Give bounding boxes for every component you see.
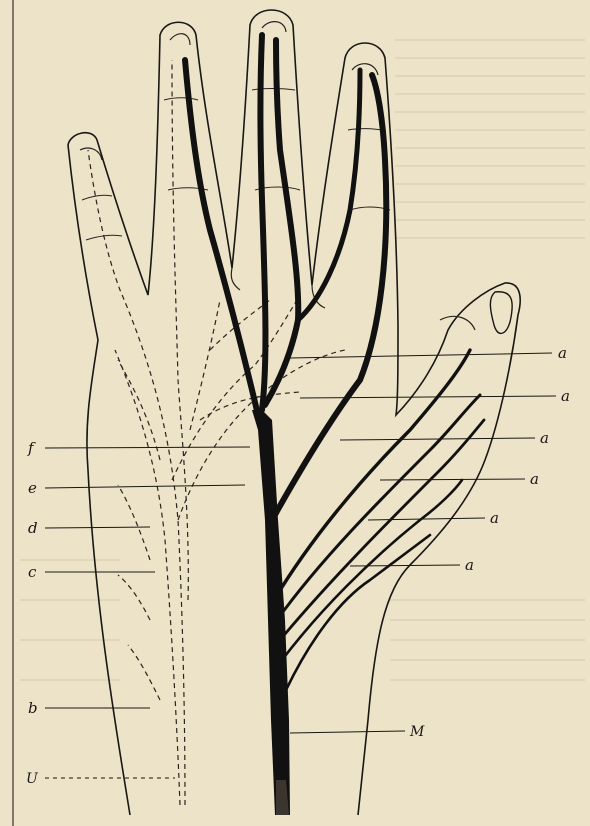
finger-creases (82, 89, 390, 241)
label-a-5: a (490, 509, 499, 527)
label-e: e (28, 479, 37, 497)
label-M: M (409, 724, 425, 740)
label-a-4: a (530, 470, 539, 488)
label-f: f (27, 439, 36, 457)
label-a-2: a (561, 387, 570, 405)
leader-lines-left (45, 447, 250, 778)
label-a-6: a (465, 556, 474, 574)
label-a-3: a (540, 429, 549, 447)
label-b: b (28, 699, 38, 717)
label-U: U (26, 771, 39, 787)
label-a-1: a (558, 344, 567, 362)
label-d: d (28, 519, 38, 537)
label-c: c (28, 563, 37, 581)
hand-outline (68, 10, 520, 815)
median-nerve-branches (185, 35, 484, 690)
paper-texture (20, 40, 585, 680)
thumbnail (490, 292, 512, 334)
leader-lines-right (290, 353, 556, 733)
